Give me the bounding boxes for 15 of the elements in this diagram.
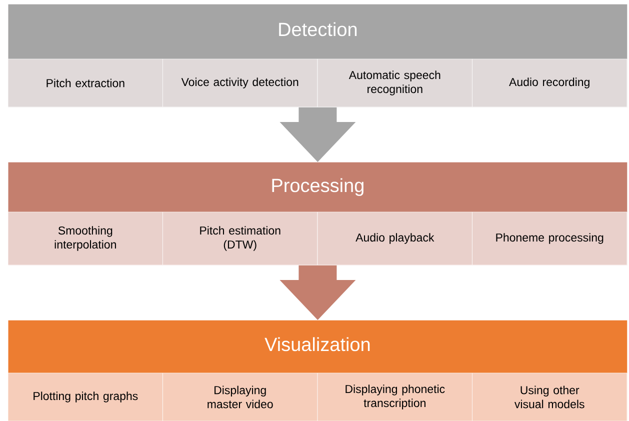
node-label: Displaying master video (208, 386, 273, 408)
step-cell: Displaying master video (162, 372, 318, 421)
step-cell: Audio recording (472, 58, 628, 108)
step-cell: Using other visual models (472, 372, 628, 421)
step-cell: Smoothing interpolation (8, 212, 163, 266)
block-arrow (280, 265, 356, 320)
step-cell: Plotting pitch graphs (8, 372, 163, 421)
step-cell: Pitch extraction (8, 58, 163, 108)
step-cell: Pitch estimation (DTW) (162, 212, 318, 266)
block-arrow (280, 107, 356, 162)
step-cell: Audio playback (317, 212, 472, 266)
step-cell: Phoneme processing (472, 212, 628, 266)
step-cell: Automatic speech recognition (317, 58, 472, 108)
step-cell: Voice activity detection (162, 58, 318, 108)
step-cell: Displaying phonetic transcription (317, 372, 472, 421)
